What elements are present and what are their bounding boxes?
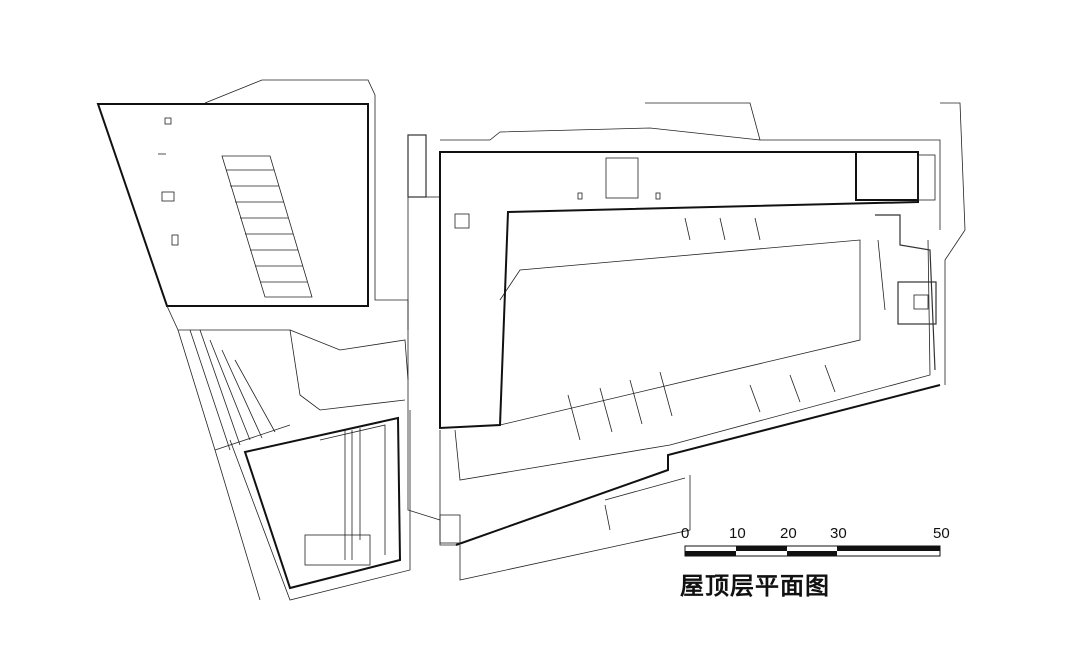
scale-label-20: 20	[780, 525, 797, 542]
drawing-title: 屋顶层平面图	[680, 572, 830, 600]
scale-label-0: 0	[681, 525, 689, 542]
scale-label-10: 10	[729, 525, 746, 542]
scale-label-50: 50	[933, 525, 950, 542]
upper-left-building	[96, 79, 409, 330]
scale-label-30: 30	[830, 525, 847, 542]
lower-left-building	[229, 410, 411, 601]
scale-bar: 0 10 20 30 50	[681, 525, 950, 557]
main-building	[439, 102, 966, 581]
left-terraces	[166, 134, 441, 601]
